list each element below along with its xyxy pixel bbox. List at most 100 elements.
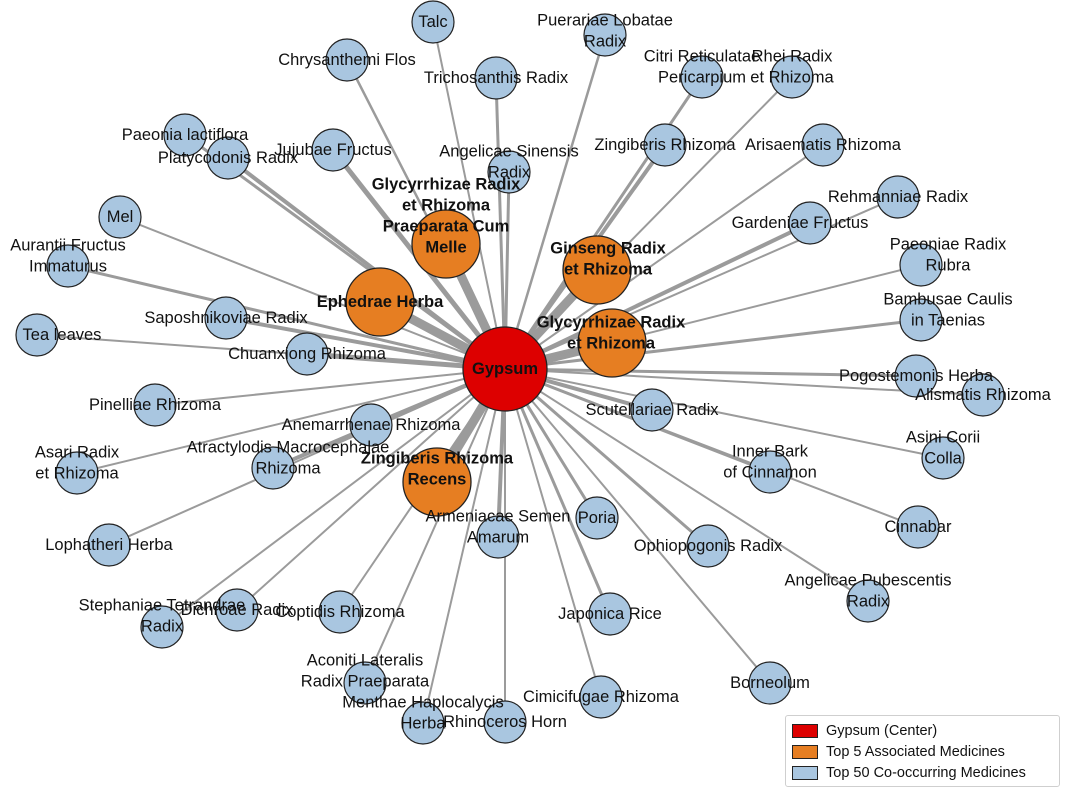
- edge-arisa: [504, 144, 824, 370]
- edge-pogo: [503, 367, 918, 378]
- node-citri: [680, 55, 724, 99]
- label-platy: Platycodonis Radix: [158, 149, 299, 167]
- label-pinel: Pinelliae Rhizoma: [89, 396, 222, 414]
- node-paeo_l: [163, 113, 207, 157]
- legend-swatch-top50: [792, 765, 818, 780]
- label-loph: Lophatheri Herba: [45, 536, 173, 554]
- label-zing: Zingiberis Rhizoma: [594, 136, 736, 154]
- label-pogo: Pogostemonis Herba: [839, 367, 994, 385]
- node-chrys: [325, 38, 369, 82]
- node-pogo: [894, 354, 938, 398]
- edge-steph: [161, 368, 506, 628]
- node-saposh: [204, 296, 248, 340]
- node-glyc: [577, 308, 647, 378]
- label-poria: Poria: [578, 509, 617, 527]
- legend-swatch-top5: [792, 744, 818, 759]
- label-alism: Alismatis Rhizoma: [915, 386, 1052, 404]
- node-cimic: [579, 675, 623, 719]
- node-puer: [583, 13, 627, 57]
- node-asari: [55, 451, 99, 495]
- node-poria: [575, 496, 619, 540]
- node-talc: [411, 0, 455, 44]
- node-dichr: [215, 588, 259, 632]
- edge-gard: [503, 221, 812, 371]
- edge-aconit: [364, 368, 506, 684]
- node-anem: [349, 403, 393, 447]
- legend-label-top5: Top 5 Associated Medicines: [826, 743, 1005, 760]
- node-zing_rec: [402, 447, 472, 517]
- node-steph: [140, 605, 184, 649]
- edge-chrys: [345, 58, 507, 371]
- node-aconit: [343, 661, 387, 705]
- node-zing: [643, 123, 687, 167]
- legend-item-top5: Top 5 Associated Medicines: [792, 741, 1053, 762]
- edge-cinnabar: [504, 368, 919, 528]
- node-borneo: [748, 661, 792, 705]
- label-dichr: Dichroae Radix: [181, 601, 295, 619]
- edge-aurant: [66, 264, 507, 371]
- node-rhei: [770, 55, 814, 99]
- legend: Gypsum (Center) Top 5 Associated Medicin…: [785, 715, 1060, 787]
- edge-talc: [432, 21, 506, 370]
- legend-label-center: Gypsum (Center): [826, 722, 938, 739]
- label-scut: Scutellariae Radix: [586, 401, 720, 419]
- node-rehm: [876, 175, 920, 219]
- label-cimic: Cimicifugae Rhizoma: [523, 688, 680, 706]
- edge-asini: [504, 368, 944, 459]
- label-arisa: Arisaematis Rhizoma: [745, 136, 902, 154]
- node-pinel: [133, 383, 177, 427]
- node-alism: [961, 373, 1005, 417]
- node-mel: [98, 195, 142, 239]
- node-atrac: [251, 446, 295, 490]
- edge-puer: [503, 33, 607, 371]
- node-jujub: [311, 128, 355, 172]
- edge-dichr: [236, 368, 506, 611]
- node-ophio: [686, 524, 730, 568]
- label-gard: Gardeniae Fructus: [732, 214, 869, 232]
- label-gypsum: Gypsum: [472, 360, 538, 378]
- edge-cimic: [504, 368, 602, 698]
- node-gard: [788, 201, 832, 245]
- node-tea: [15, 313, 59, 357]
- label-mel: Mel: [107, 208, 134, 226]
- legend-item-center: Gypsum (Center): [792, 720, 1053, 741]
- label-paeo_l: Paeonia lactiflora: [122, 126, 249, 144]
- node-scut: [630, 388, 674, 432]
- edge-menth: [422, 368, 506, 724]
- label-coptid: Coptidis Rhizoma: [275, 603, 405, 621]
- label-rehm: Rehmanniae Radix: [828, 188, 969, 206]
- node-armen: [476, 515, 520, 559]
- label-anem: Anemarrhenae Rhizoma: [282, 416, 462, 434]
- edge-paeo_r: [504, 264, 922, 370]
- edge-rehm: [504, 196, 899, 370]
- node-glyc_prep: [411, 209, 481, 279]
- label-ophio: Ophiopogonis Radix: [634, 537, 783, 555]
- node-gypsum: [462, 326, 548, 412]
- node-japon: [588, 592, 632, 636]
- edge-saposh: [224, 316, 507, 371]
- label-cinnabar: Cinnabar: [885, 518, 952, 536]
- node-loph: [87, 523, 131, 567]
- edge-bamb: [503, 318, 923, 371]
- node-cinnabar: [896, 505, 940, 549]
- legend-label-top50: Top 50 Co-occurring Medicines: [826, 764, 1026, 781]
- node-ginseng: [562, 235, 632, 305]
- edge-mel: [119, 216, 506, 370]
- node-coptid: [318, 590, 362, 634]
- edge-rhei: [504, 76, 793, 370]
